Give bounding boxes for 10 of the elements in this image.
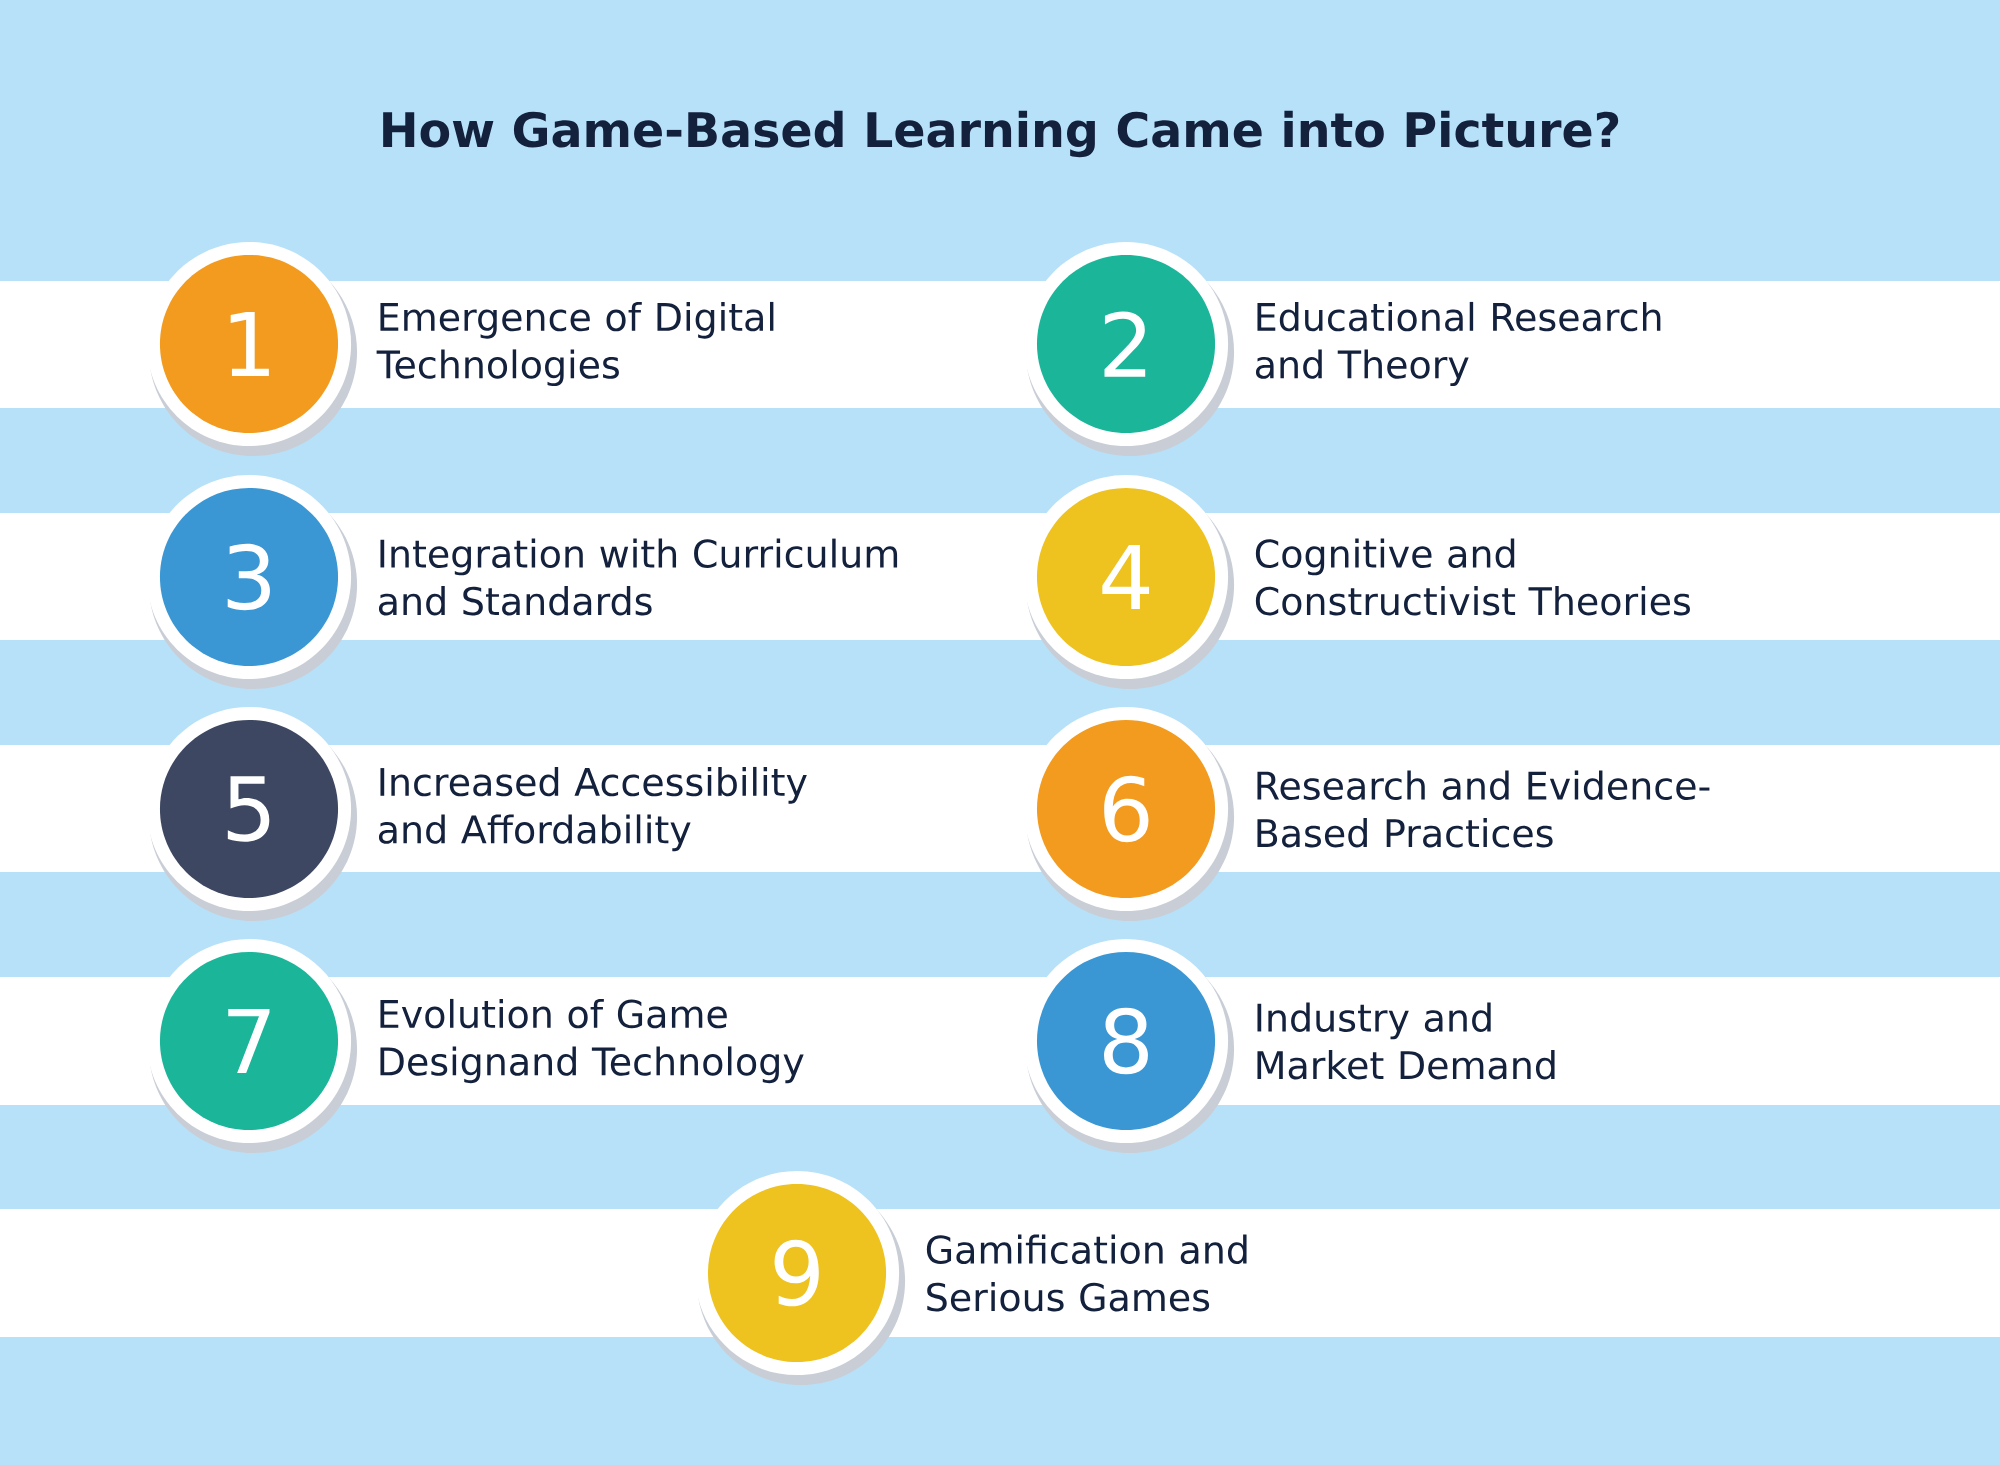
step-label: Integration with Curriculum and Standards bbox=[378, 538, 898, 616]
step-label: Emergence of Digital Technologies bbox=[376, 301, 774, 387]
title: How Game-Based Learning Came into Picture? bbox=[383, 110, 1619, 158]
step-label: Research and Evidence-Based Practices bbox=[1257, 770, 1710, 848]
step-label: Increased Accessibility and Affordability bbox=[378, 766, 807, 852]
step-label: Evolution of Game Designand Technology bbox=[380, 998, 804, 1084]
step-label: Cognitive and Constructivist Theories bbox=[1255, 538, 1690, 616]
step-label: Gamification and Serious Games bbox=[926, 1234, 1247, 1312]
step-label: Industry and Market Demand bbox=[1257, 1002, 1555, 1080]
step-label: Educational Research and Theory bbox=[1256, 301, 1661, 387]
